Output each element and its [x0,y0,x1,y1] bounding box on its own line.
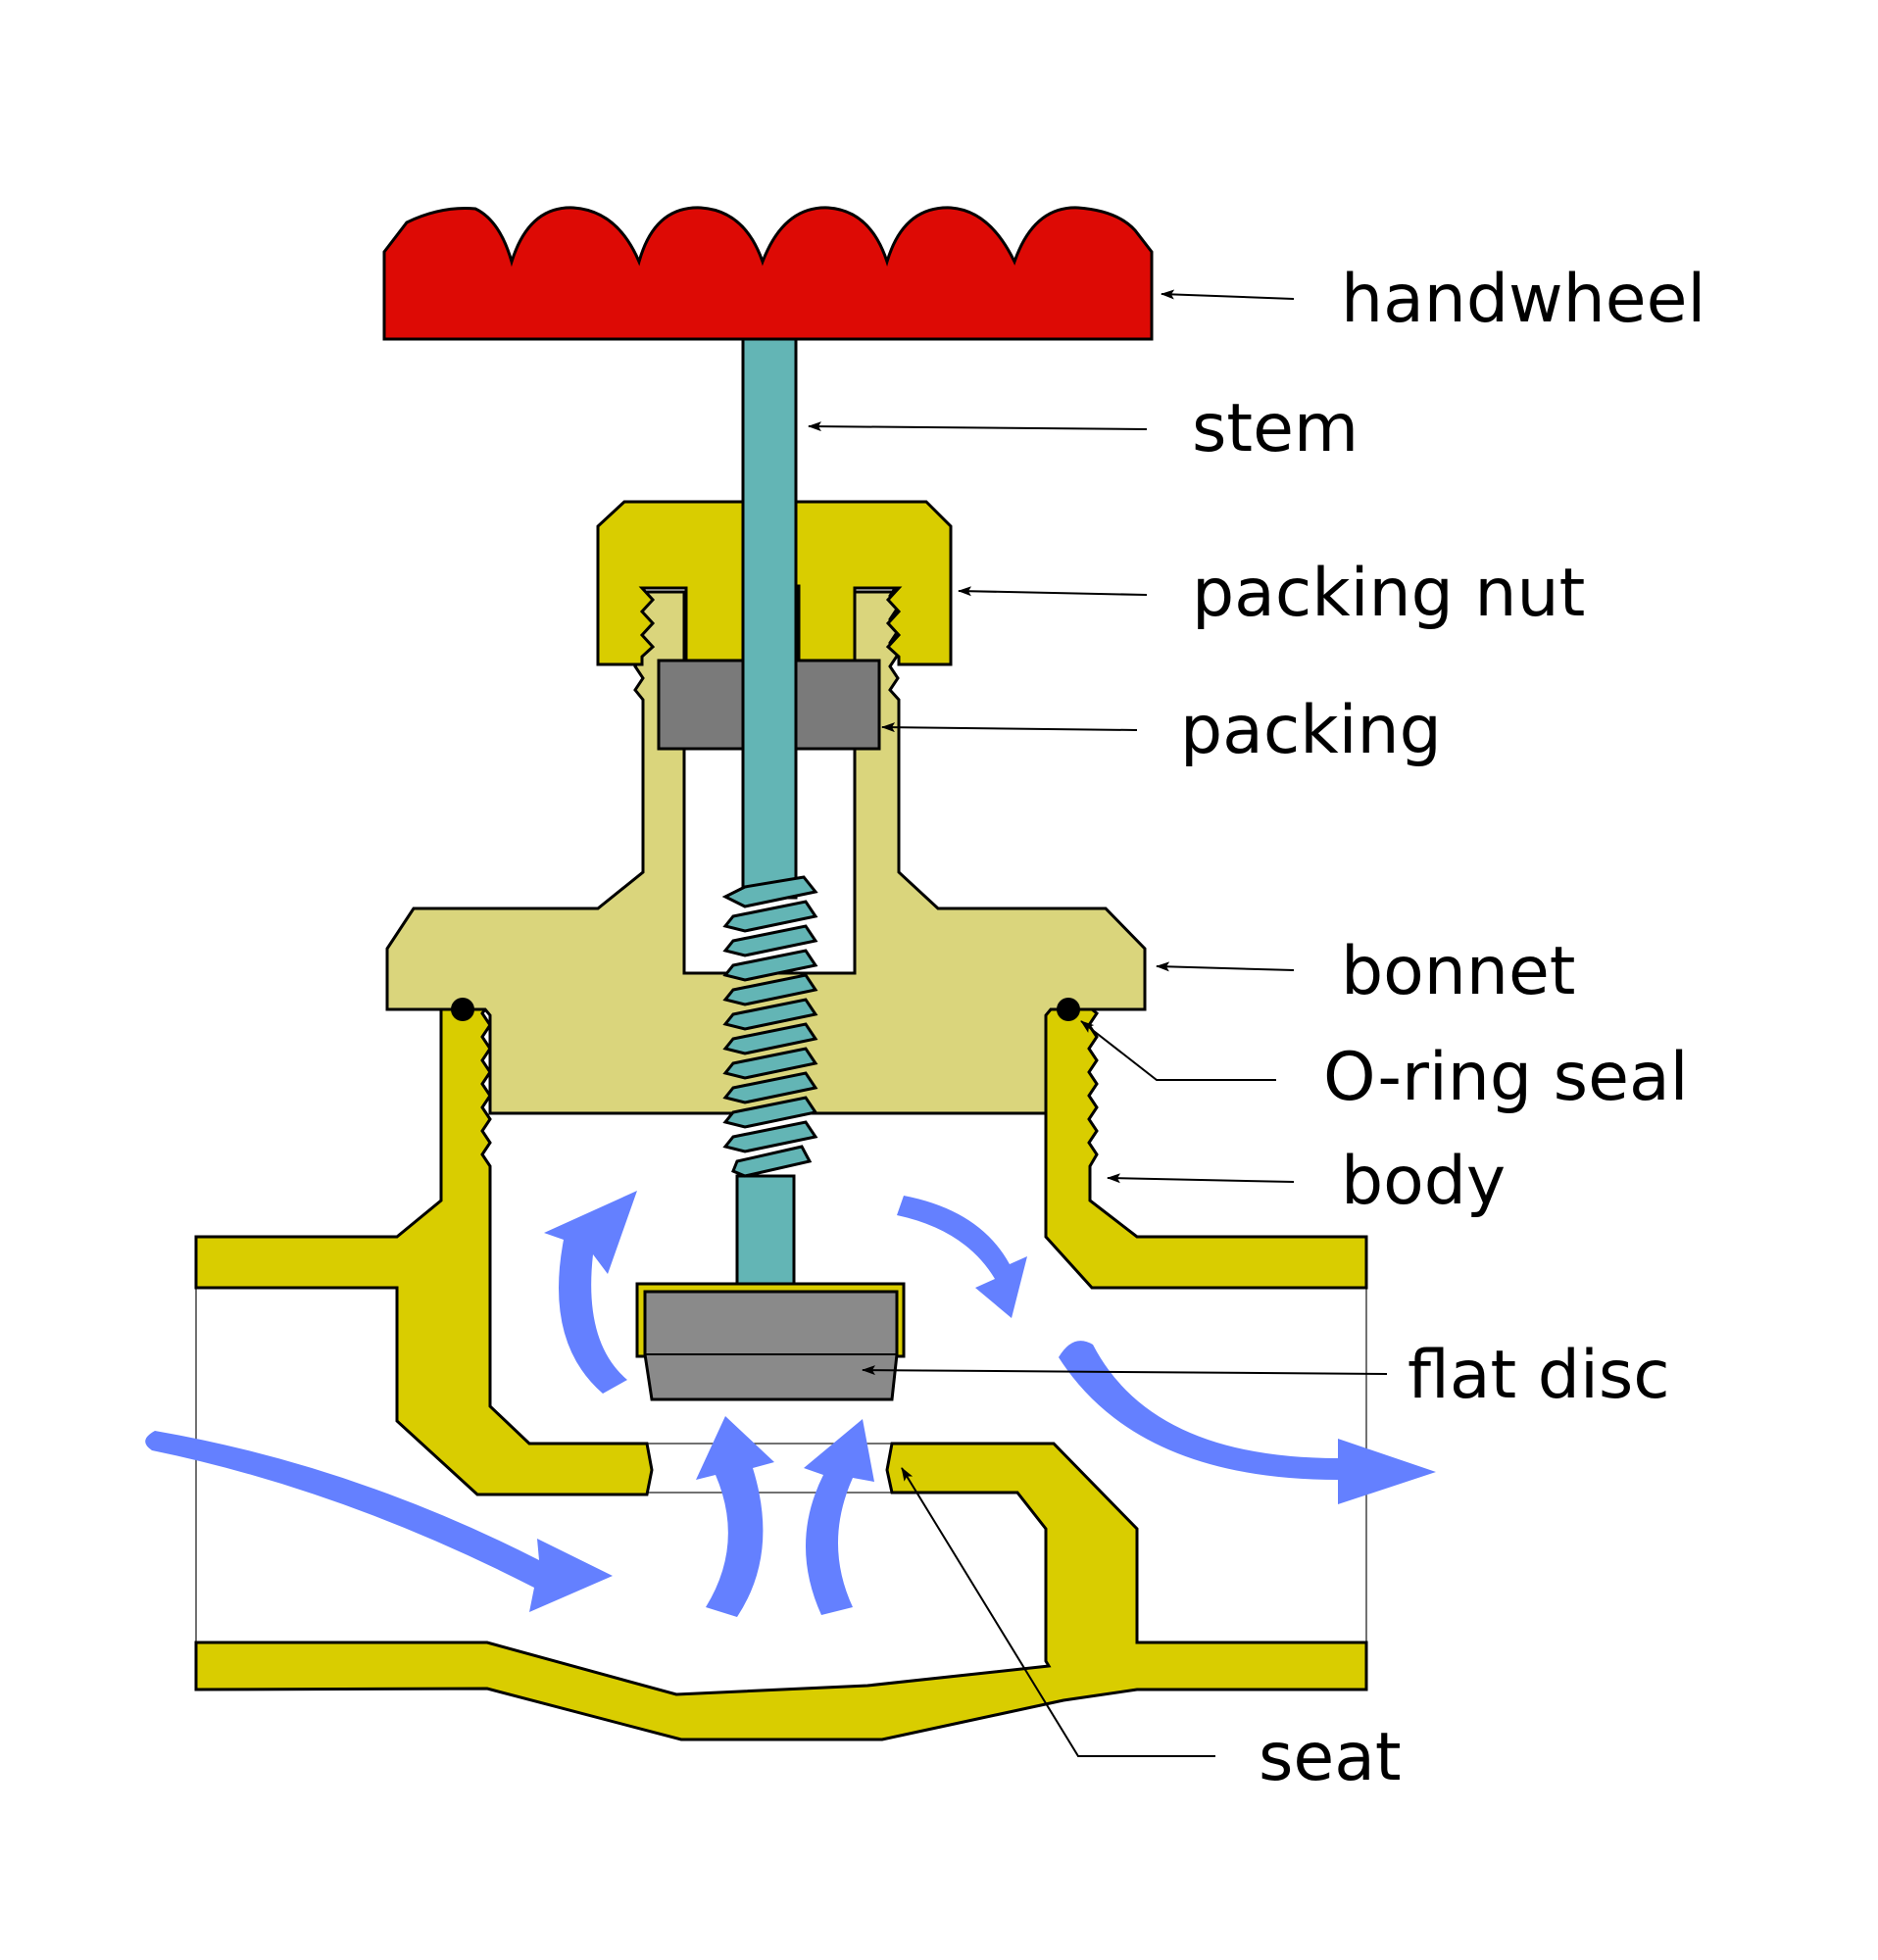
handwheel [382,206,1154,341]
label-flat-disc: flat disc [1408,1337,1670,1414]
flat-disc [635,1282,906,1401]
label-packing-nut: packing nut [1192,555,1586,632]
flow-arrows [145,1191,1436,1617]
label-body: body [1341,1143,1507,1220]
label-packing: packing [1180,692,1442,769]
label-stem: stem [1192,390,1359,467]
stem-threads [721,875,818,1178]
o-ring-left [451,998,474,1021]
label-bonnet: bonnet [1341,933,1576,1010]
leader-lines [808,289,1388,1757]
o-ring-right [1057,998,1080,1021]
label-seat: seat [1259,1719,1402,1796]
valve-body [194,1007,1368,1741]
label-o-ring-seal: O-ring seal [1323,1039,1689,1116]
label-handwheel: handwheel [1341,261,1706,338]
stem [721,331,818,1296]
pipe-outline [195,1288,1367,1642]
